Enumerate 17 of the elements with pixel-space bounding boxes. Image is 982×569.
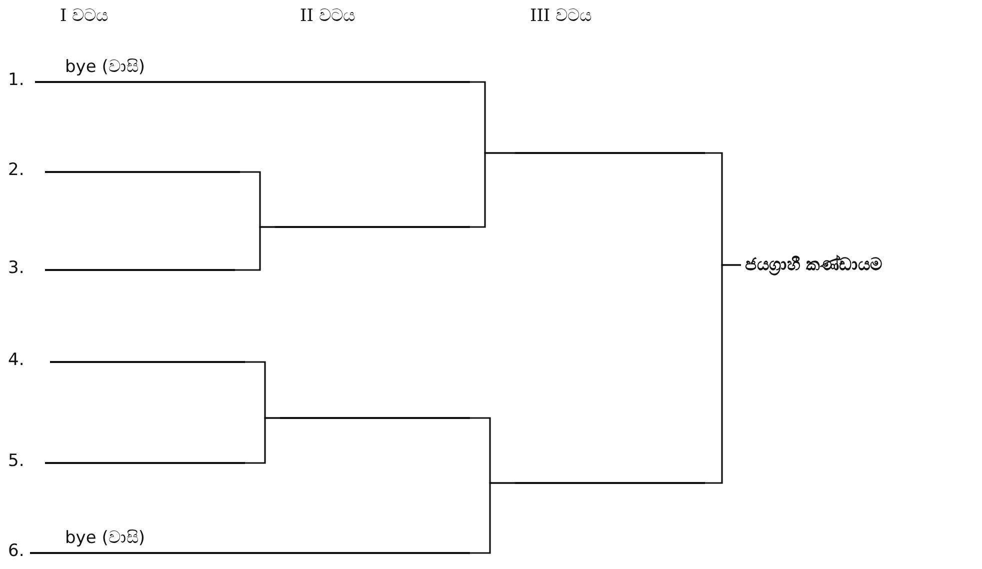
bracket-connector [235,226,275,271]
winner-label: ජයග්‍රාහී කණ්ඩායම [745,254,882,276]
round-heading: III වටය [530,6,592,26]
round-heading: I වටය [60,6,108,26]
bracket-connector [705,264,741,484]
bracket-connector [470,152,515,228]
bracket-connector [470,482,515,554]
round-heading: II වටය [300,6,355,26]
slot-number: 5. [8,451,24,471]
slot-number: 4. [8,350,24,370]
slot-number: 6. [8,541,24,561]
bye-note: bye (වාසි) [65,528,145,548]
slot-number: 2. [8,160,24,180]
bracket-connector [245,417,280,464]
slot-number: 3. [8,258,24,278]
slot-number: 1. [8,70,24,90]
bye-note: bye (වාසි) [65,57,145,77]
